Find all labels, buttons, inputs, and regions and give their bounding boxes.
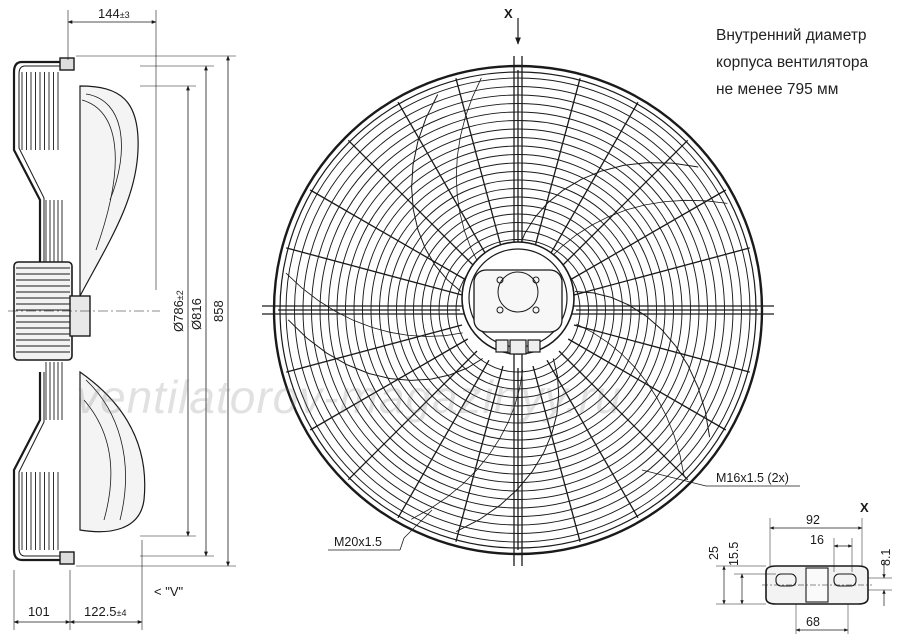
front-view — [262, 18, 800, 566]
note-line-2: корпуса вентилятора — [716, 54, 869, 71]
dim-bottom-122-5: 122.5±4 — [84, 604, 127, 619]
thread-label-m20: M20x1.5 — [334, 535, 382, 549]
detail-dim-8-1: 8.1 — [879, 549, 893, 566]
detail-x-label: X — [860, 500, 869, 515]
dim-depth-144: 144±3 — [98, 6, 130, 21]
detail-dim-25: 25 — [707, 546, 721, 560]
side-view — [8, 10, 236, 630]
section-label-x-top: X — [504, 6, 513, 21]
thread-label-m16: M16x1.5 (2x) — [716, 471, 789, 485]
dim-bottom-101: 101 — [28, 604, 50, 619]
installation-note: Внутренний диаметр корпуса вентилятора н… — [716, 22, 868, 103]
detail-dim-92: 92 — [806, 513, 820, 527]
detail-dim-15-5: 15.5 — [727, 542, 741, 566]
detail-dim-68: 68 — [806, 615, 820, 629]
dim-diameter-816: Ø816 — [189, 298, 204, 330]
dim-height-858: 858 — [211, 300, 226, 322]
dim-diameter-786: Ø786±2 — [171, 290, 186, 332]
detail-x — [716, 518, 892, 634]
note-line-3: не менее 795 мм — [716, 81, 839, 98]
watermark-text: ventilatorov-magazinyy.ru — [76, 371, 622, 423]
note-line-1: Внутренний диаметр — [716, 27, 867, 44]
detail-dim-16: 16 — [810, 533, 824, 547]
view-label-v: < "V" — [154, 584, 183, 599]
